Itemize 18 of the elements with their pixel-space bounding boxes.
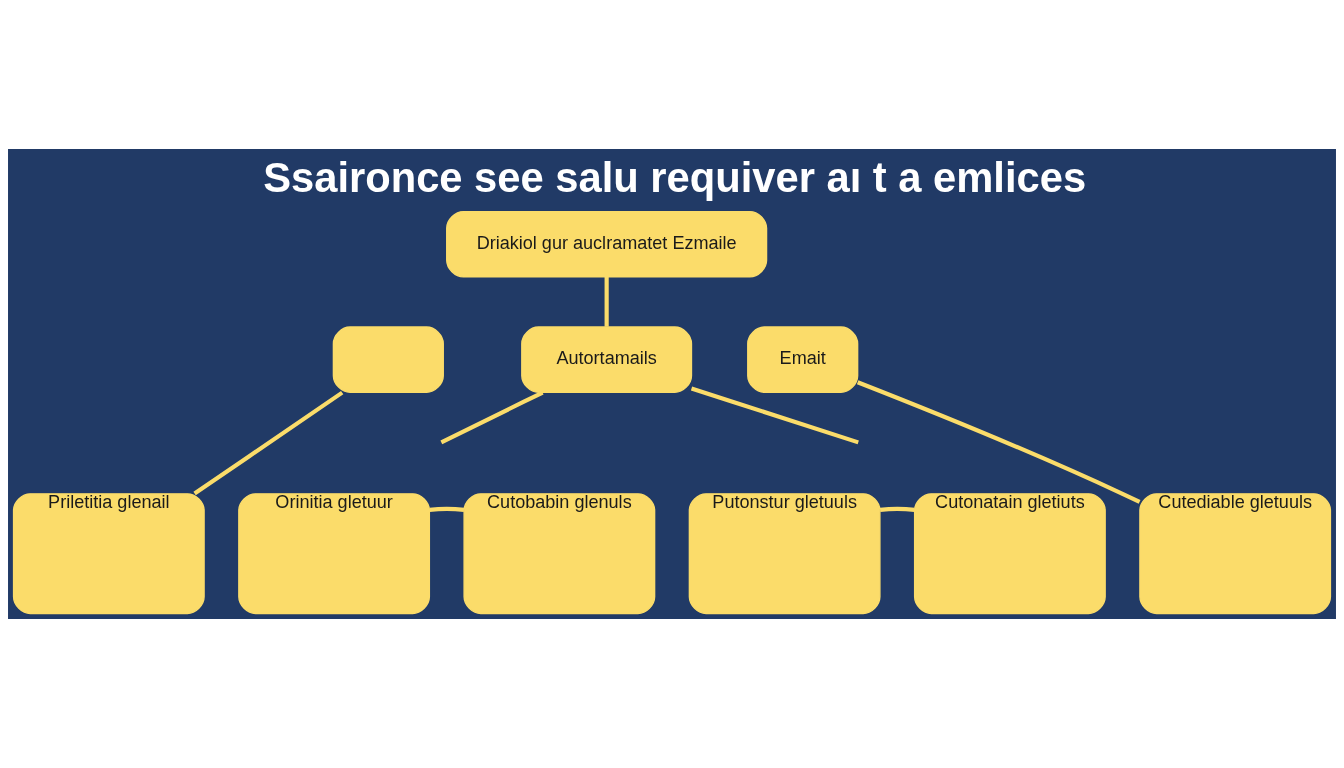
diagram-title: Ssaironce see salu requiver aı t a emlices (263, 154, 1087, 202)
connector (193, 390, 344, 496)
connector (690, 386, 859, 445)
node-box: Cutonatain gletiuts (913, 493, 1106, 615)
node-box: Priletitia glenail (12, 493, 205, 615)
connector (440, 390, 544, 445)
connector (429, 506, 465, 512)
node-box (332, 326, 444, 394)
node-box: Cutobabin glenuls (463, 493, 656, 615)
node-box: Emait (747, 326, 859, 394)
connector (879, 506, 915, 512)
node-box: Driakiol gur auclramatet Ezmaile (446, 210, 768, 278)
node-box: Autortamails (521, 326, 693, 394)
node-box: Putonstur gletuuls (688, 493, 881, 615)
node-box: Orinitia gletuur (238, 493, 431, 615)
node-box: Cutediable gletuuls (1139, 493, 1332, 615)
connector (856, 380, 1141, 504)
connector (604, 277, 609, 327)
